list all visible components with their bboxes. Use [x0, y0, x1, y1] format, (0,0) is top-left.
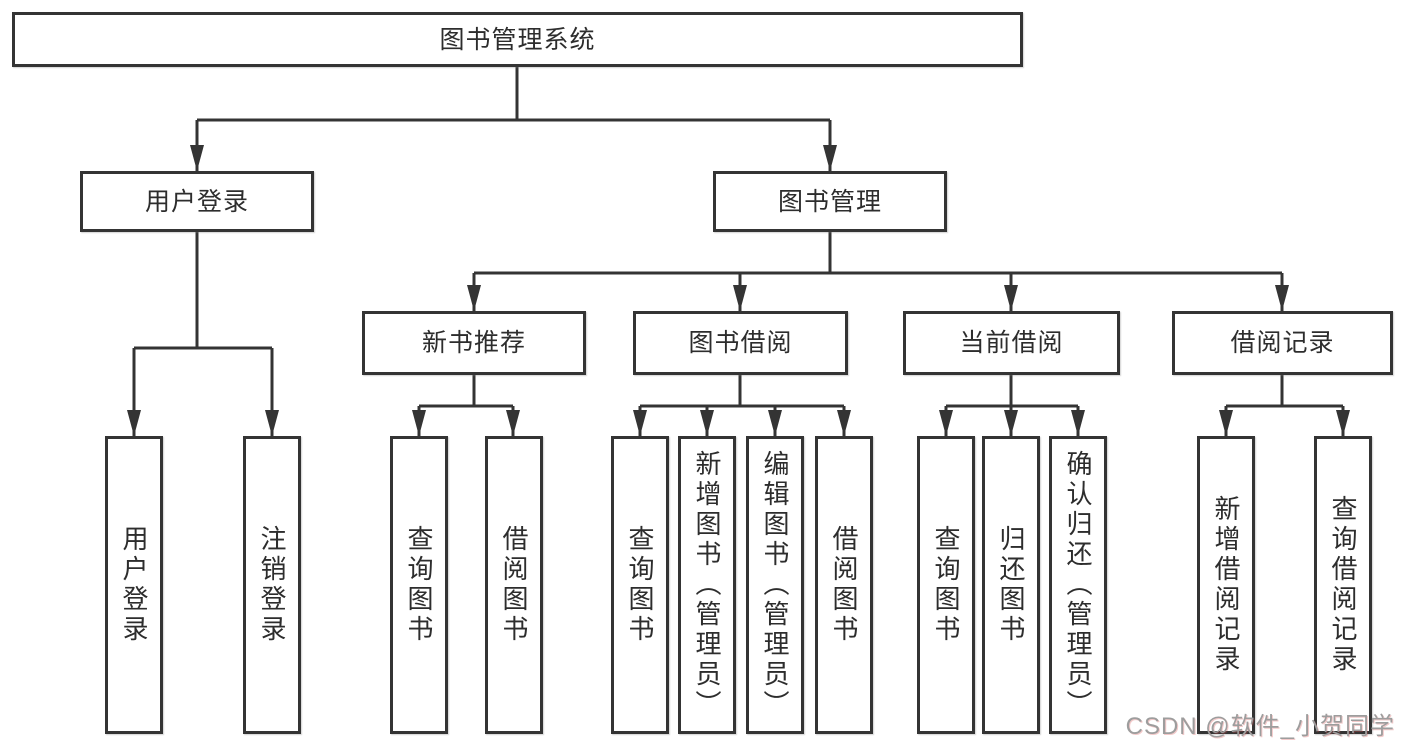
- leaf-borrow-books-recommend: 借阅图书: [485, 436, 543, 734]
- leaf-query-borrow-record: 查询借阅记录: [1314, 436, 1372, 734]
- leaf-logout: 注销登录: [243, 436, 301, 734]
- node-new-book-recommend: 新书推荐: [362, 311, 586, 375]
- node-book-management-system: 图书管理系统: [12, 12, 1023, 67]
- leaf-query-books-current: 查询图书: [917, 436, 975, 734]
- node-book-management: 图书管理: [713, 171, 947, 232]
- leaf-return-books: 归还图书: [982, 436, 1040, 734]
- leaf-add-borrow-record: 新增借阅记录: [1197, 436, 1255, 734]
- node-borrow-records: 借阅记录: [1172, 311, 1393, 375]
- leaf-add-book-admin: 新增图书（管理员）: [678, 436, 736, 734]
- arrow-down-icons: [127, 145, 1350, 436]
- leaf-edit-book-admin: 编辑图书（管理员）: [746, 436, 804, 734]
- leaf-user-login: 用户登录: [105, 436, 163, 734]
- node-user-login: 用户登录: [80, 171, 314, 232]
- leaf-borrow-books: 借阅图书: [815, 436, 873, 734]
- node-book-borrow: 图书借阅: [633, 311, 848, 375]
- leaf-confirm-return-admin: 确认归还（管理员）: [1049, 436, 1107, 734]
- node-current-borrow: 当前借阅: [903, 311, 1120, 375]
- leaf-query-books-borrow: 查询图书: [611, 436, 669, 734]
- csdn-watermark: CSDN @软件_小贺同学: [1125, 713, 1395, 740]
- leaf-query-books-recommend: 查询图书: [390, 436, 448, 734]
